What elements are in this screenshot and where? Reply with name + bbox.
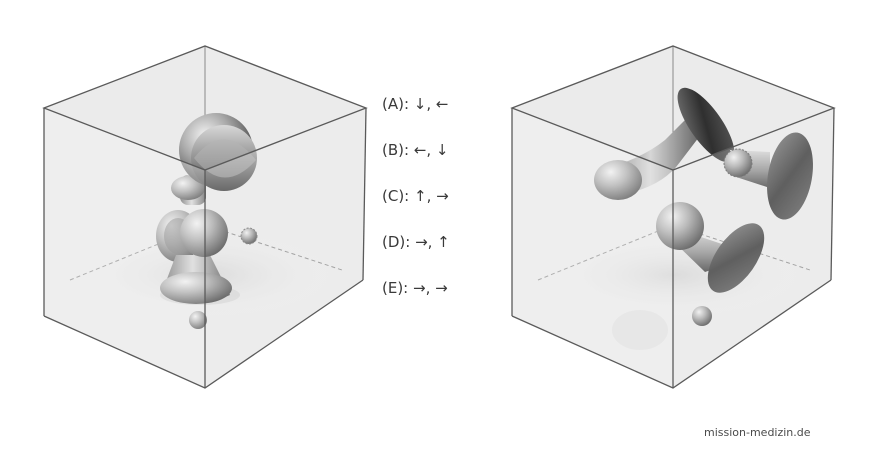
option-a[interactable]: (A): ↓, ← bbox=[382, 95, 449, 113]
left-cube-object bbox=[156, 113, 258, 329]
option-e[interactable]: (E): →, → bbox=[382, 279, 448, 297]
right-cube-edges bbox=[510, 45, 836, 389]
right-cube-object bbox=[594, 87, 813, 350]
option-c[interactable]: (C): ↑, → bbox=[382, 187, 449, 205]
left-cube-edges bbox=[42, 45, 368, 389]
right-cube-figure bbox=[510, 45, 836, 389]
option-b[interactable]: (B): ←, ↓ bbox=[382, 141, 449, 159]
option-d[interactable]: (D): →, ↑ bbox=[382, 233, 450, 251]
answer-options: (A): ↓, ← (B): ←, ↓ (C): ↑, → (D): →, ↑ … bbox=[382, 92, 450, 300]
source-credit: mission-medizin.de bbox=[704, 426, 811, 439]
left-cube-figure bbox=[42, 45, 368, 389]
